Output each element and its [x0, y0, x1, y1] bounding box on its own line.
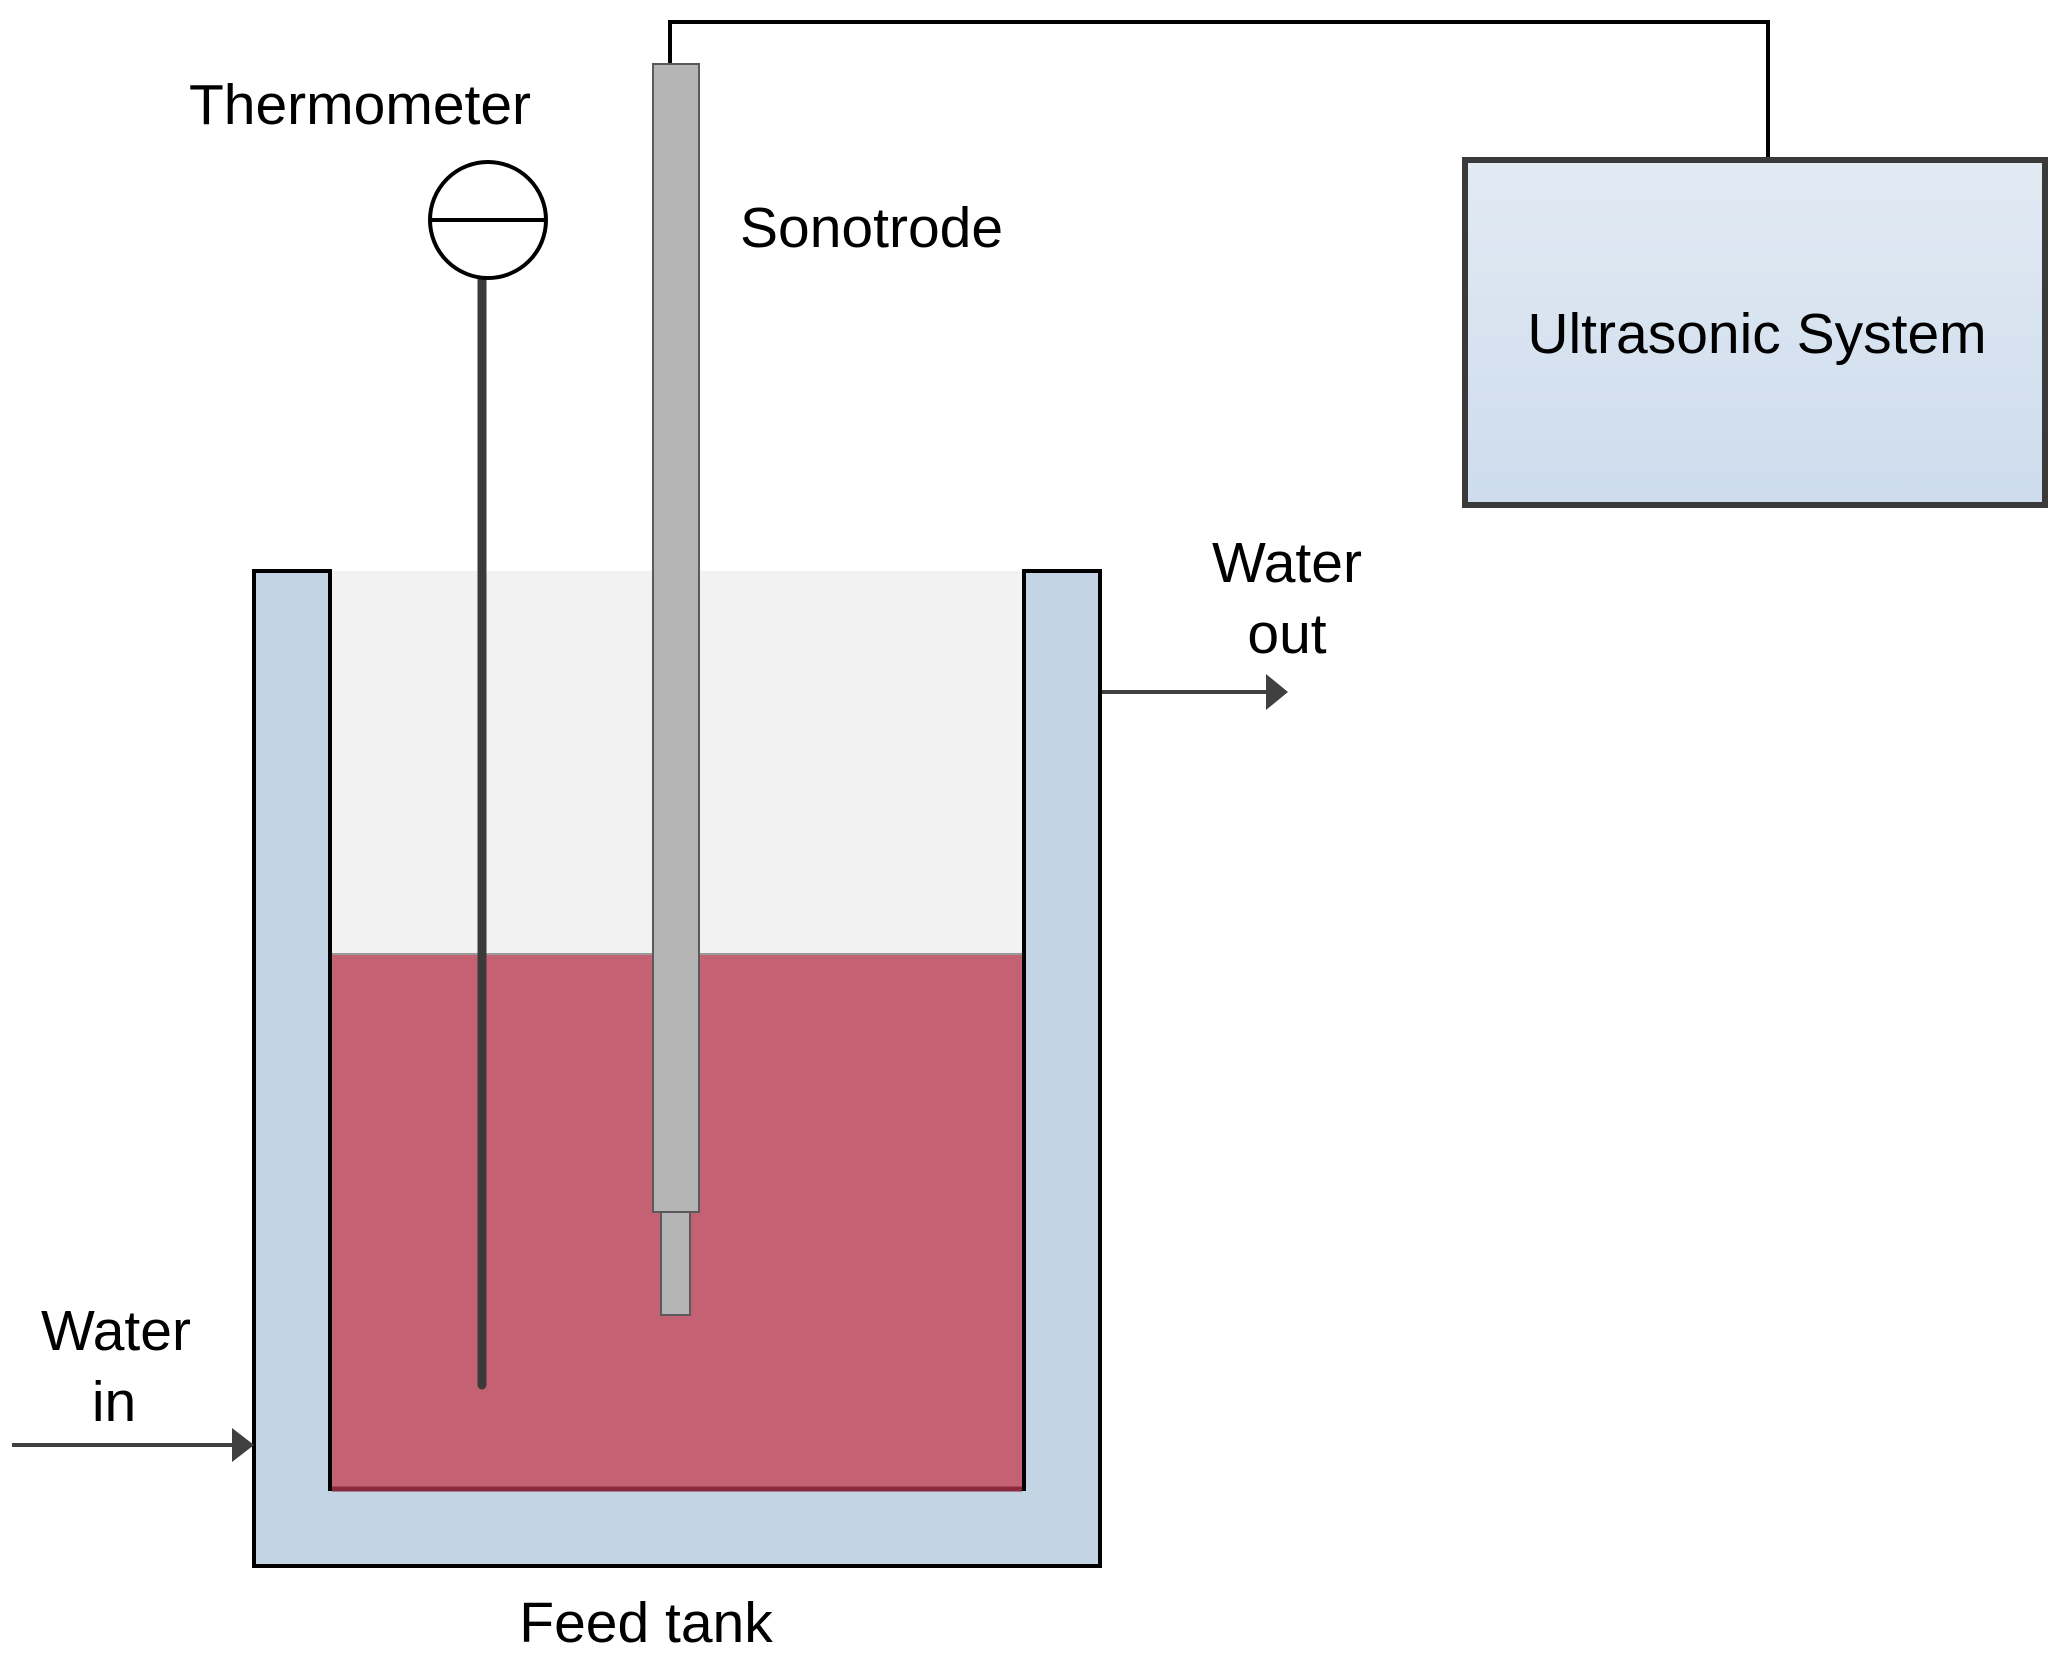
- sonotrode-label: Sonotrode: [740, 196, 1003, 260]
- water-in-arrowhead-icon: [232, 1428, 254, 1462]
- water-in-label-line2: in: [92, 1370, 136, 1434]
- ultrasonic-system-label: Ultrasonic System: [1527, 302, 1986, 366]
- water-out-label-line2: out: [1247, 602, 1326, 666]
- water-in-label-line1: Water: [41, 1299, 191, 1363]
- water-out-arrowhead-icon: [1266, 674, 1288, 710]
- water-out-label-line1: Water: [1212, 531, 1362, 595]
- cooling-jacket: [252, 569, 1102, 1568]
- ultrasonic-system-box: [1462, 157, 2048, 508]
- sonotrode-tip: [660, 1211, 691, 1316]
- sonotrode-shaft: [652, 63, 700, 1213]
- connection-cable: [668, 20, 1770, 160]
- feed-tank-label: Feed tank: [519, 1591, 773, 1655]
- thermometer-label: Thermometer: [189, 73, 531, 137]
